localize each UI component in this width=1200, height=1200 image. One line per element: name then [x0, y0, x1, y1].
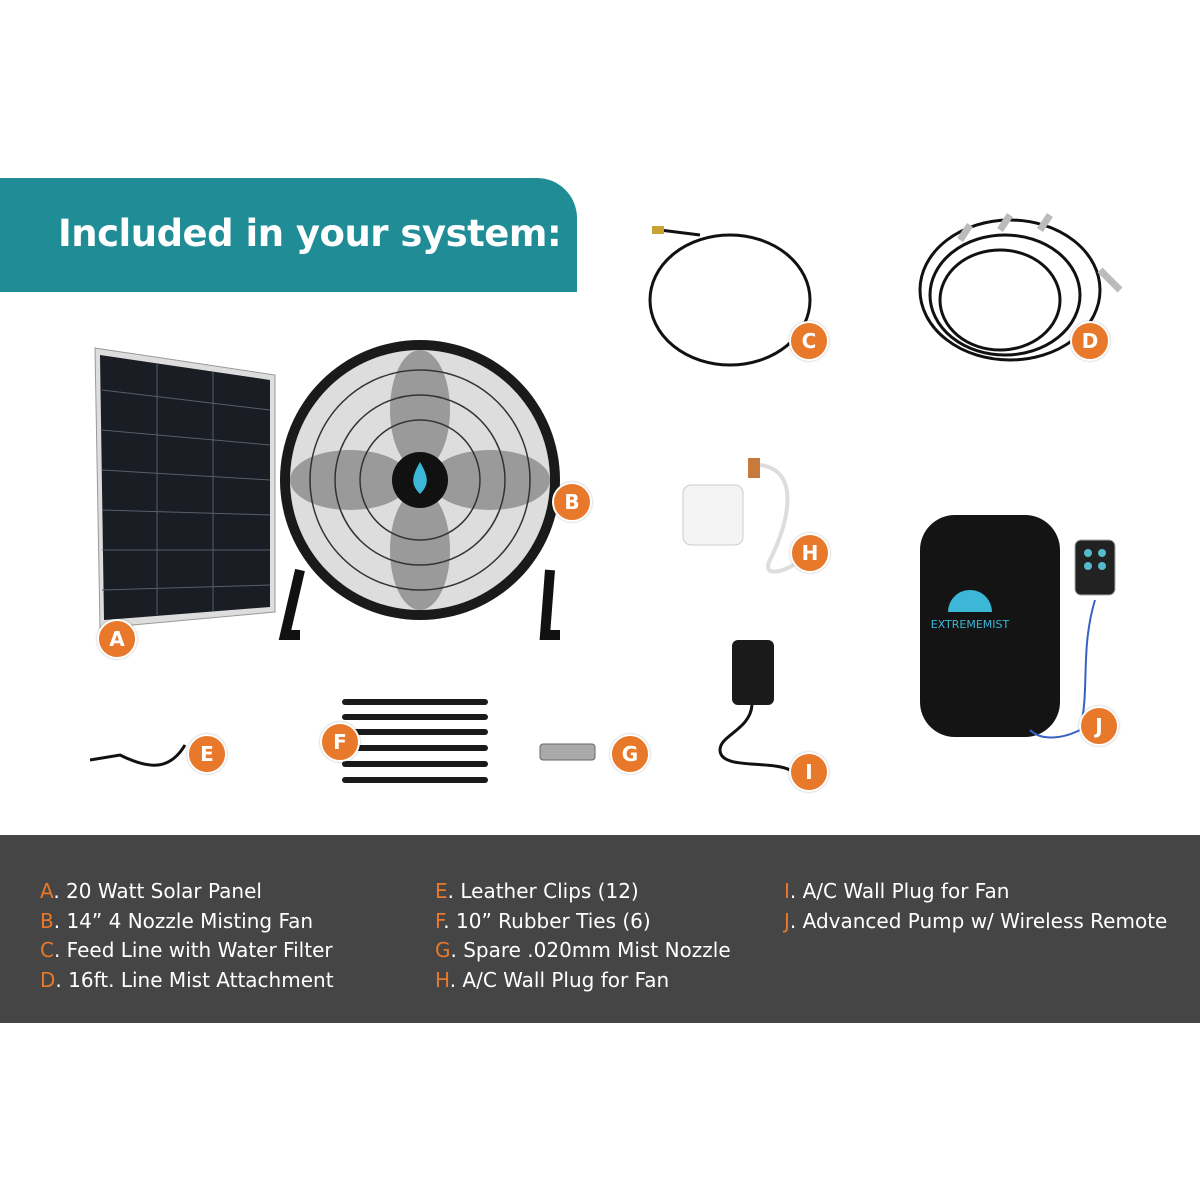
badge-g: G — [610, 734, 650, 774]
leather-clips-image — [89, 744, 187, 767]
legend-text: . A/C Wall Plug for Fan — [789, 879, 1010, 903]
wall-plug-image — [718, 640, 791, 772]
legend-text: . A/C Wall Plug for Fan — [449, 967, 670, 992]
legend-column-1: A. 20 Watt Solar Panel B. 14” 4 Nozzle M… — [40, 877, 334, 995]
badge-f: F — [320, 722, 360, 762]
misting-fan-image — [278, 340, 560, 640]
extrememist-logo: EXTREMEMIST — [931, 618, 1010, 631]
legend-item: D. 16ft. Line Mist Attachment — [40, 966, 334, 996]
legend-text: . 20 Watt Solar Panel — [53, 879, 262, 903]
legend-text: . 16ft. Line Mist Attachment — [55, 967, 334, 992]
badge-j: J — [1079, 706, 1119, 746]
legend-letter: D — [40, 967, 56, 992]
badge-c: C — [789, 321, 829, 361]
legend-item: E. Leather Clips (12) — [435, 877, 731, 907]
legend-letter: H — [435, 967, 450, 992]
legend-letter: J — [784, 908, 790, 933]
badge-e: E — [187, 734, 227, 774]
legend-item: G. Spare .020mm Mist Nozzle — [435, 936, 731, 966]
rubber-ties-image — [342, 699, 488, 783]
legend-text: . Feed Line with Water Filter — [53, 938, 333, 962]
legend-column-3: I. A/C Wall Plug for Fan J. Advanced Pum… — [784, 877, 1167, 936]
legend-text: . Advanced Pump w/ Wireless Remote — [789, 908, 1168, 933]
legend-item: B. 14” 4 Nozzle Misting Fan — [40, 907, 334, 937]
mist-nozzle-image — [539, 743, 596, 761]
legend-letter: F — [435, 908, 444, 933]
legend-item: I. A/C Wall Plug for Fan — [784, 877, 1167, 907]
badge-a: A — [97, 619, 137, 659]
legend-letter: B — [40, 908, 54, 933]
legend-text: . 10” Rubber Ties (6) — [443, 908, 651, 933]
legend-column-2: E. Leather Clips (12) F. 10” Rubber Ties… — [435, 877, 731, 995]
badge-h: H — [790, 533, 830, 573]
page-title: Included in your system: — [58, 212, 562, 255]
legend-text: . Spare .020mm Mist Nozzle — [450, 938, 731, 962]
product-illustrations: EXTREMEMIST — [89, 213, 1123, 783]
legend-text: . 14” 4 Nozzle Misting Fan — [53, 908, 314, 933]
legend-letter: C — [40, 938, 54, 962]
solar-panel-image — [94, 347, 276, 629]
badge-i: I — [789, 752, 829, 792]
mist-line-image — [918, 213, 1123, 362]
legend-item: F. 10” Rubber Ties (6) — [435, 907, 731, 937]
legend-band — [0, 835, 1200, 1023]
legend-letter: E — [435, 879, 448, 903]
feed-line-image — [648, 226, 812, 367]
legend-item: H. A/C Wall Plug for Fan — [435, 966, 731, 996]
legend-item: C. Feed Line with Water Filter — [40, 936, 334, 966]
pump-case-image: EXTREMEMIST — [920, 515, 1116, 739]
legend-letter: A — [40, 879, 54, 903]
usb-charger-image — [682, 458, 802, 574]
header-banner — [0, 178, 577, 292]
badge-d: D — [1070, 321, 1110, 361]
legend-letter: G — [435, 938, 451, 962]
legend-item: J. Advanced Pump w/ Wireless Remote — [784, 907, 1167, 937]
legend-letter: I — [784, 879, 790, 903]
badge-b: B — [552, 482, 592, 522]
legend-text: . Leather Clips (12) — [447, 879, 639, 903]
legend-item: A. 20 Watt Solar Panel — [40, 877, 334, 907]
